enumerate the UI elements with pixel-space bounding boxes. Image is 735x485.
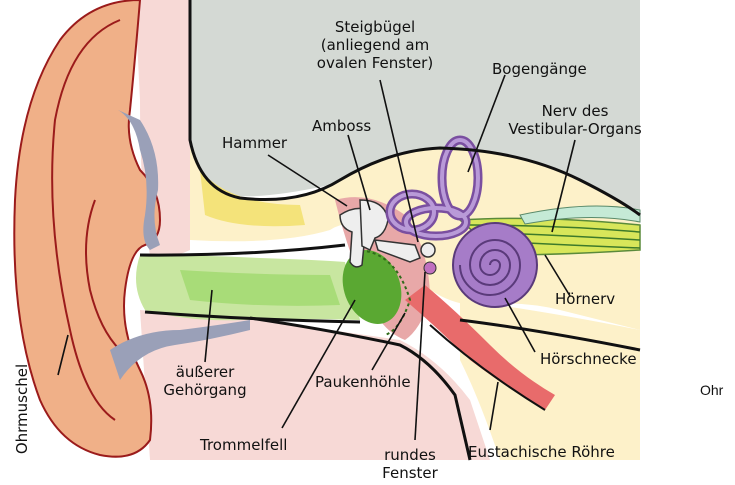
label-hoernerv: Hörnerv bbox=[555, 290, 615, 308]
label-aeusserer-gehoergang-line2: Gehörgang bbox=[150, 381, 260, 399]
label-nerv-vestibular: Nerv des Vestibular-Organs bbox=[490, 102, 660, 138]
label-rundes-fenster: rundes Fenster bbox=[365, 446, 455, 482]
label-aeusserer-gehoergang: äußerer Gehörgang bbox=[150, 363, 260, 399]
round-window bbox=[424, 262, 436, 274]
oval-window bbox=[421, 243, 435, 257]
label-steigbuegel-line3: ovalen Fenster) bbox=[300, 54, 450, 72]
ear-canal-highlight bbox=[180, 270, 340, 306]
label-rundes-fenster-line2: Fenster bbox=[365, 464, 455, 482]
label-paukenhoehle: Paukenhöhle bbox=[315, 373, 411, 391]
label-aeusserer-gehoergang-line1: äußerer bbox=[150, 363, 260, 381]
label-amboss: Amboss bbox=[312, 117, 371, 135]
label-steigbuegel-line2: (anliegend am bbox=[300, 36, 450, 54]
label-bogengaenge: Bogengänge bbox=[492, 60, 587, 78]
label-trommelfell: Trommelfell bbox=[200, 436, 287, 454]
label-steigbuegel-line1: Steigbügel bbox=[300, 18, 450, 36]
label-rundes-fenster-line1: rundes bbox=[365, 446, 455, 464]
label-ohrmuschel: Ohrmuschel bbox=[13, 354, 31, 464]
label-nerv-vestibular-line1: Nerv des bbox=[490, 102, 660, 120]
label-nerv-vestibular-line2: Vestibular-Organs bbox=[490, 120, 660, 138]
label-eustachische-roehre: Eustachische Röhre bbox=[468, 443, 615, 461]
label-steigbuegel: Steigbügel (anliegend am ovalen Fenster) bbox=[300, 18, 450, 72]
caption: Ohr bbox=[700, 382, 723, 398]
label-hammer: Hammer bbox=[222, 134, 287, 152]
label-hoerschnecke: Hörschnecke bbox=[540, 350, 637, 368]
